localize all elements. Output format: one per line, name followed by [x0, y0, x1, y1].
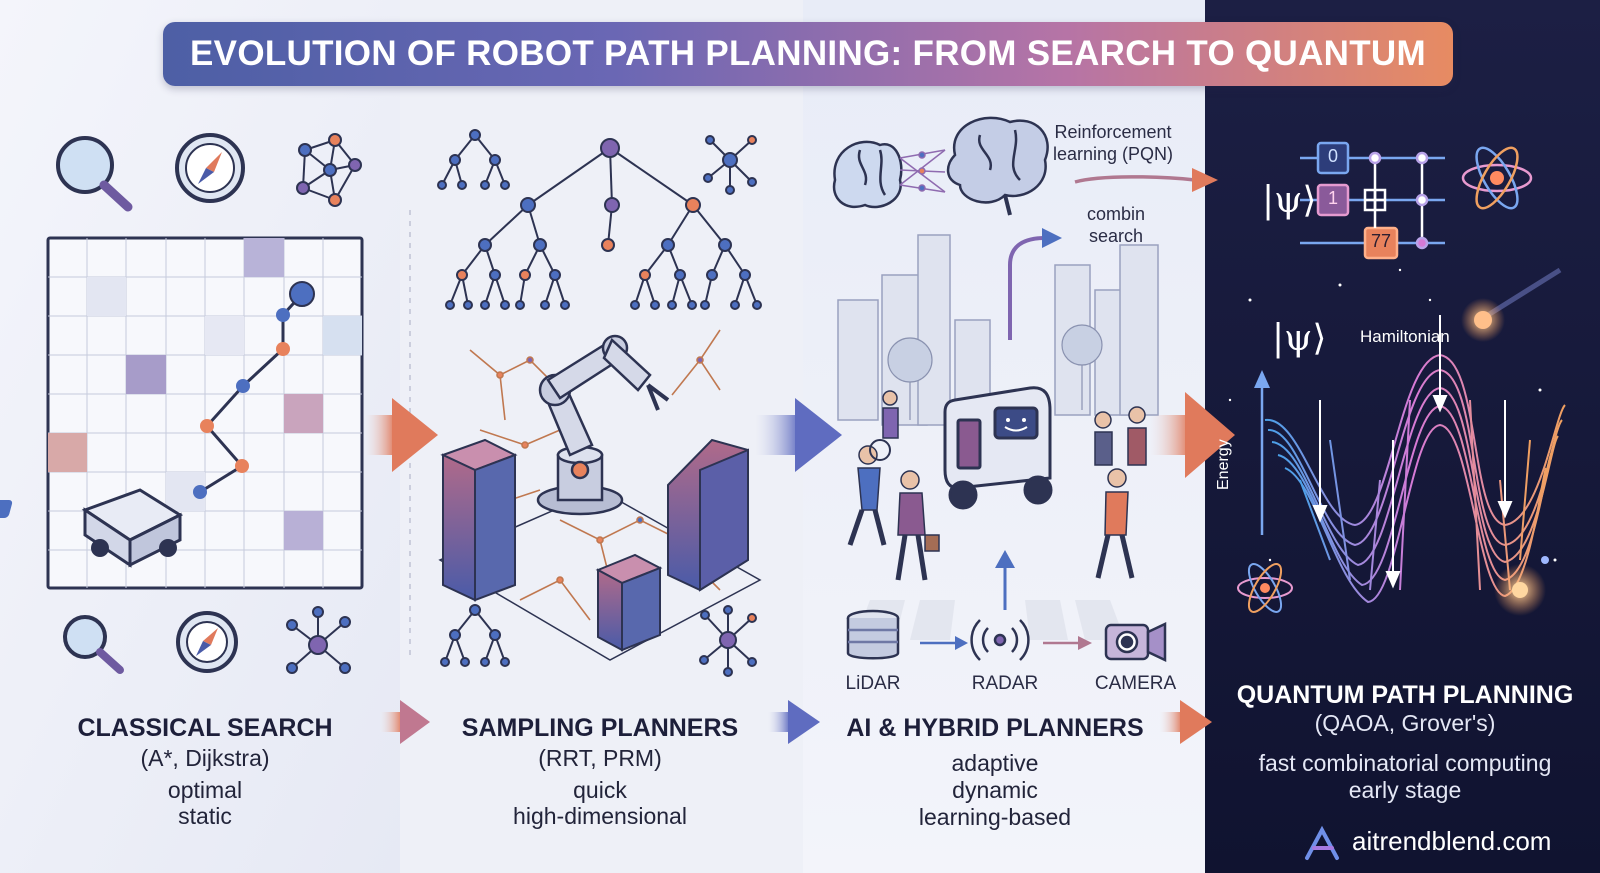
lidar-icon — [846, 609, 900, 660]
rl-label-line-1: Reinforcement — [1054, 122, 1172, 142]
compass-icon-bottom — [176, 611, 238, 673]
star-graph-icon — [703, 135, 757, 195]
compass-icon — [175, 133, 245, 203]
gate-label-77: 77 — [1370, 231, 1392, 251]
flow-arrow-2 — [755, 398, 842, 472]
psi-label-top: |ψ⟩ — [1262, 180, 1317, 221]
tree-icon-bottom — [440, 604, 510, 667]
sensor-label-lidar: LiDAR — [845, 673, 901, 694]
brand-mark[interactable]: aitrendblend.com — [1310, 826, 1551, 857]
glow-particle — [1494, 556, 1549, 616]
col3-line-1: adaptive — [951, 750, 1039, 776]
tree-icon-large — [445, 138, 762, 310]
street-trees — [887, 324, 1103, 420]
brand-logo-icon — [1305, 825, 1339, 860]
psi-label-mid: |ψ⟩ — [1272, 318, 1327, 359]
rl-label: Reinforcement learning (PQN) — [1053, 121, 1173, 165]
energy-down-arrows — [1312, 315, 1513, 589]
col2-line-2: high-dimensional — [513, 803, 687, 829]
col2-line-1: quick — [573, 777, 627, 803]
brand-name: aitrendblend.com — [1352, 826, 1552, 856]
delivery-robot-icon — [943, 386, 1053, 510]
sensor-label-radar: RADAR — [971, 673, 1039, 694]
flow-arrow-small-2 — [768, 700, 820, 744]
robot-arm-icon — [536, 334, 670, 516]
rl-label-line-2: learning (PQN) — [1053, 144, 1174, 164]
page-title: EVOLUTION OF ROBOT PATH PLANNING: FROM S… — [190, 34, 1426, 73]
col1-line-1: optimal — [167, 777, 243, 803]
col3-line-3: learning-based — [918, 804, 1072, 830]
col1-subtitle: (A*, Dijkstra) — [140, 745, 270, 771]
energy-axis — [1254, 370, 1270, 535]
obstacle-bar-right — [667, 438, 749, 592]
rl-arrow — [1074, 168, 1218, 192]
col4-title: QUANTUM PATH PLANNING — [1236, 681, 1574, 709]
combine-label-line-2: search — [1089, 226, 1144, 246]
robot-icon — [0, 488, 184, 568]
brain-icon-small — [832, 140, 903, 209]
sensor-label-camera: CAMERA — [1094, 673, 1177, 694]
atom-icon — [1461, 146, 1533, 210]
col4-line-2: early stage — [1348, 777, 1462, 803]
stars — [1228, 268, 1557, 562]
sensor-arrow-1 — [920, 636, 968, 650]
radar-icon — [970, 619, 1030, 661]
comet-icon — [1461, 267, 1562, 342]
flow-arrow-1 — [365, 398, 438, 472]
energy-axis-label: Energy — [1215, 439, 1232, 490]
magnifier-icon-bottom — [63, 615, 124, 674]
sensor-up-arrow — [995, 550, 1015, 610]
brain-icon — [946, 116, 1049, 216]
col4-line-1: fast combinatorial computing — [1258, 750, 1552, 776]
obstacle-bar-left — [440, 438, 518, 602]
obstacle-floor — [438, 489, 762, 661]
flow-arrow-small-3 — [1160, 700, 1212, 744]
flow-arrow-small-1 — [380, 700, 430, 744]
network-icon — [296, 133, 362, 207]
flow-arrow-3 — [1150, 392, 1235, 478]
col3-title: AI & HYBRID PLANNERS — [846, 714, 1144, 742]
combine-label: combin search — [1087, 203, 1145, 247]
obstacle-bar-mid — [595, 553, 663, 652]
col1-title: CLASSICAL SEARCH — [77, 714, 333, 742]
network-icon-bottom — [286, 606, 351, 674]
col3-line-2: dynamic — [952, 777, 1038, 803]
gate-label-0: 0 — [1327, 146, 1338, 166]
camera-icon — [1104, 622, 1167, 662]
atom-icon-bottom — [1237, 563, 1293, 613]
star-graph-icon-bottom — [699, 605, 757, 677]
page-title-banner: EVOLUTION OF ROBOT PATH PLANNING: FROM S… — [163, 22, 1453, 86]
gate-label-1: 1 — [1327, 188, 1338, 208]
col2-subtitle: (RRT, PRM) — [538, 745, 662, 771]
pedestrians — [847, 390, 1147, 581]
combine-label-line-1: combin — [1087, 204, 1146, 224]
tree-icon — [437, 129, 510, 190]
col4-subtitle: (QAOA, Grover's) — [1314, 710, 1496, 736]
col1-line-2: static — [178, 803, 232, 829]
hamiltonian-label: Hamiltonian — [1360, 327, 1450, 346]
quantum-circuit-icon — [1300, 141, 1445, 260]
sensor-arrow-2 — [1043, 636, 1092, 650]
magnifier-icon — [56, 136, 133, 212]
combine-arrow — [1008, 228, 1062, 340]
col2-title: SAMPLING PLANNERS — [461, 714, 739, 742]
neural-links — [899, 149, 946, 193]
